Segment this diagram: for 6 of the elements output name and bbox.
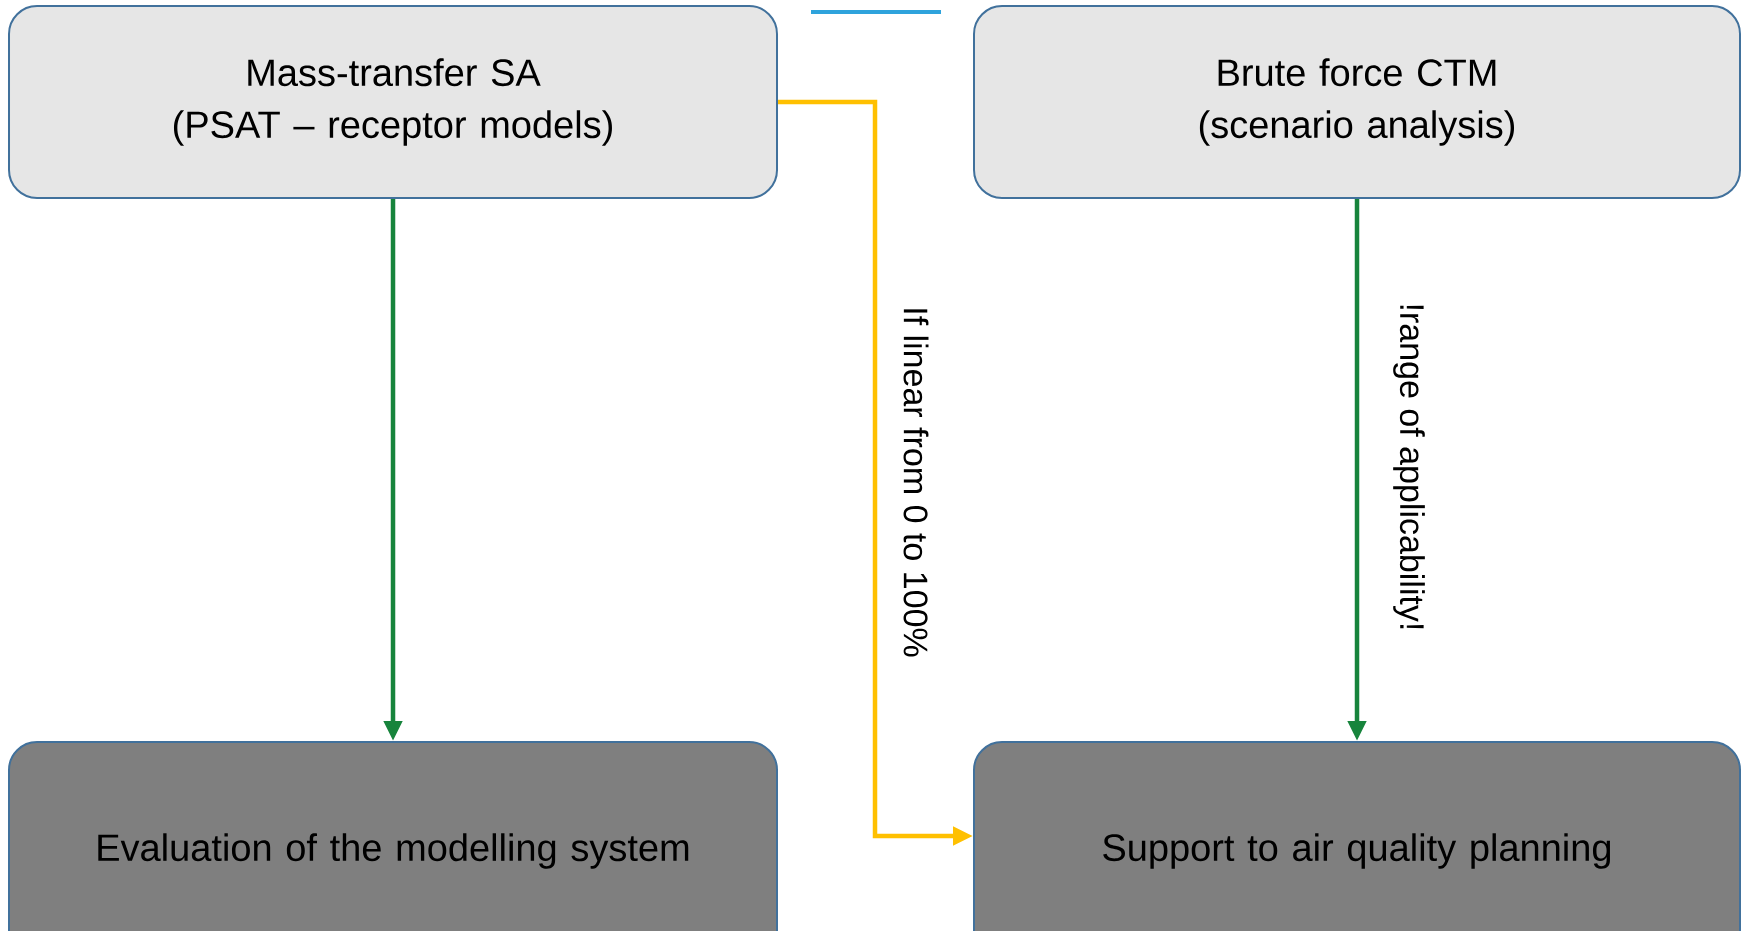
process-box: Evaluation of the modelling system — [8, 741, 778, 931]
edge-label: !range of applicability! — [1391, 300, 1427, 634]
process-box: Brute force CTM (scenario analysis) — [973, 5, 1741, 199]
process-box: Support to air quality planning — [973, 741, 1741, 931]
process-box: Mass-transfer SA (PSAT – receptor models) — [8, 5, 778, 199]
edge-label: If linear from 0 to 100% — [901, 304, 931, 660]
